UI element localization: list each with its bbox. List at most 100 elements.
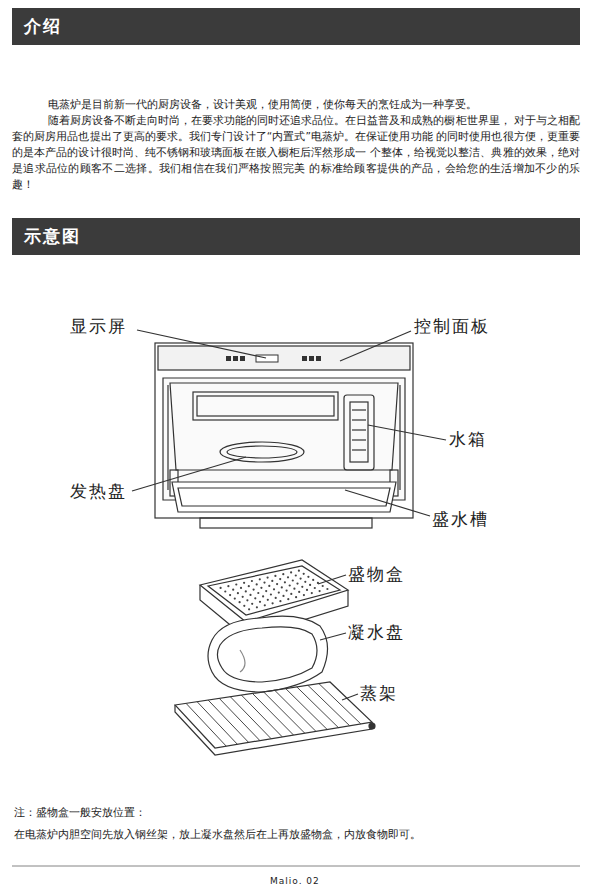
- perforation-dot: [251, 580, 253, 582]
- perforation-dot: [254, 597, 256, 599]
- perforation-dot: [301, 586, 303, 588]
- rack-bar: [297, 687, 339, 728]
- rack-bar: [219, 698, 260, 740]
- perforation-dot: [275, 597, 277, 599]
- perforation-dot: [248, 608, 250, 610]
- perforation-dot: [248, 585, 250, 587]
- note-text: 注：盛物盒一般安放位置：: [14, 806, 146, 820]
- section-heading: 介绍: [24, 15, 62, 38]
- intro-paragraph: 电蒸炉是目前新一代的厨房设备，设计美观，使用简便，使你每天的烹饪成为一种享受。: [12, 96, 580, 112]
- perforation-dot: [274, 575, 276, 577]
- perforation-dot: [298, 570, 300, 572]
- perforation-dot: [256, 606, 258, 608]
- perforation-dot: [290, 593, 292, 595]
- perforation-dot: [306, 589, 308, 591]
- perforation-dot: [265, 590, 267, 592]
- perforation-dot: [270, 593, 272, 595]
- perforation-dot: [243, 582, 245, 584]
- perforation-dot: [295, 574, 297, 576]
- rack-bar: [208, 700, 248, 742]
- perforation-dot: [220, 587, 222, 589]
- perforation-dot: [281, 586, 283, 588]
- perforation-dot: [259, 578, 261, 580]
- perforation-dot: [271, 580, 273, 582]
- perforation-dot: [267, 577, 269, 579]
- page-footer: Malio. 02: [270, 876, 320, 886]
- rack-bar: [264, 692, 305, 733]
- rack-bar: [308, 685, 350, 725]
- part-label: 控制面板: [414, 315, 490, 338]
- section-heading-band: 示意图: [12, 218, 580, 255]
- perforation-dot: [256, 583, 258, 585]
- perforation-dot: [289, 584, 291, 586]
- perforation-dot: [235, 583, 237, 585]
- rack-bar: [241, 695, 282, 737]
- perforation-dot: [286, 590, 288, 592]
- perforation-dot: [242, 596, 244, 598]
- perforation-dot: [260, 587, 262, 589]
- perforation-dot: [279, 600, 281, 602]
- perforation-dot: [276, 583, 278, 585]
- perforation-dot: [273, 588, 275, 590]
- part-label: 蒸架: [360, 682, 398, 705]
- perforation-dot: [300, 578, 302, 580]
- perforation-dot: [268, 585, 270, 587]
- intro-paragraph: 随着厨房设备不断走向时尚，在要求功能的同时还追求品位。在日益普及和成熟的橱柜世界…: [12, 112, 580, 192]
- part-label: 水箱: [449, 428, 487, 451]
- perforation-dot: [251, 603, 253, 605]
- section-heading: 示意图: [24, 225, 81, 248]
- rack-bar: [286, 689, 327, 730]
- rack-bar: [275, 690, 316, 731]
- perforation-dot: [322, 585, 324, 587]
- perforation-dot: [229, 594, 231, 596]
- perforation-dot: [307, 576, 309, 578]
- perforation-dot: [263, 582, 265, 584]
- perforation-dot: [237, 592, 239, 594]
- perforation-dot: [245, 590, 247, 592]
- perforation-dot: [296, 583, 298, 585]
- perforation-dot: [253, 589, 255, 591]
- perforation-dot: [239, 601, 241, 603]
- perforation-dot: [272, 602, 274, 604]
- perforation-dot: [287, 598, 289, 600]
- part-label: 显示屏: [70, 315, 127, 338]
- note-text: 在电蒸炉内胆空间先放入钢丝架，放上凝水盘然后在上再放盛物盒，内放食物即可。: [14, 828, 421, 842]
- perforation-dot: [259, 601, 261, 603]
- perforation-dot: [284, 581, 286, 583]
- perforation-dot: [264, 604, 266, 606]
- perforation-dot: [298, 591, 300, 593]
- part-label: 凝水盘: [348, 621, 405, 644]
- perforation-dot: [287, 576, 289, 578]
- perforation-dot: [257, 592, 259, 594]
- perforation-dot: [232, 589, 234, 591]
- perforation-dot: [290, 571, 292, 573]
- perforation-dot: [303, 573, 305, 575]
- part-label: 盛物盒: [348, 563, 405, 586]
- perforation-dot: [282, 595, 284, 597]
- perforation-dot: [224, 590, 226, 592]
- perforation-dot: [311, 592, 313, 594]
- perforation-dot: [295, 596, 297, 598]
- rack-bar: [197, 702, 237, 745]
- perforation-dot: [246, 599, 248, 601]
- perforation-dot: [304, 581, 306, 583]
- perforation-dot: [234, 598, 236, 600]
- perforation-dot: [279, 578, 281, 580]
- perforation-dot: [262, 595, 264, 597]
- rack-bar: [319, 684, 361, 724]
- perforation-dot: [309, 584, 311, 586]
- perforation-dot: [267, 599, 269, 601]
- perforation-dot: [312, 579, 314, 581]
- perforation-dot: [293, 588, 295, 590]
- perforation-dot: [227, 585, 229, 587]
- perforation-dot: [314, 587, 316, 589]
- perforation-dot: [240, 587, 242, 589]
- part-label: 发热盘: [70, 480, 127, 503]
- perforation-dot: [319, 590, 321, 592]
- perforation-dot: [249, 594, 251, 596]
- rack-bar: [253, 694, 294, 736]
- perforation-dot: [282, 573, 284, 575]
- rack-bar: [186, 703, 226, 746]
- perforation-dot: [303, 594, 305, 596]
